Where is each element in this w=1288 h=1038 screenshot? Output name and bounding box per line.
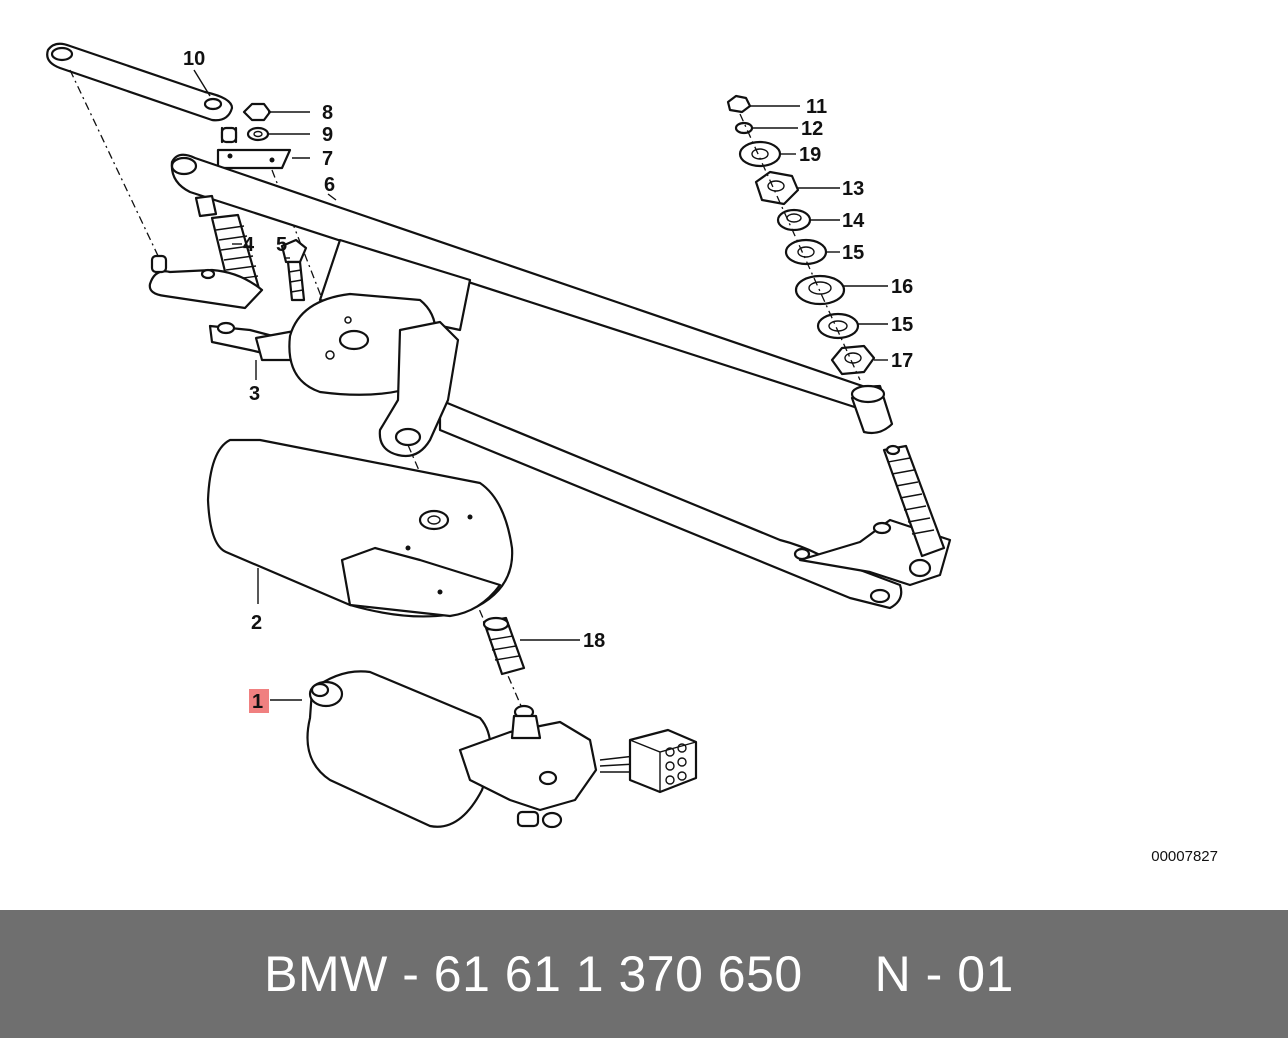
part-19-washer [738,140,782,168]
callout-11: 11 [806,96,827,118]
part-15-washer-lower [816,312,860,340]
parts-diagram: 1 2 3 4 5 6 7 8 9 10 11 12 13 14 15 16 1… [46,42,1218,865]
motor-mount [288,292,460,458]
part-11-nut [726,94,752,114]
callout-15-upper: 15 [842,242,864,264]
callout-2: 2 [251,612,262,634]
callout-18: 18 [583,630,605,652]
part-1-wiper-motor [306,670,698,829]
diagram-id: 00007827 [1151,848,1218,865]
right-pivot-shaft [850,384,946,558]
callout-3: 3 [249,383,260,405]
callout-6: 6 [324,174,335,196]
callout-1-highlight [249,689,269,713]
part-6-linkage-frame [170,153,952,610]
part-12-washer [734,121,754,135]
part-18-bellows [482,616,526,676]
part-2-motor-cover [206,438,514,618]
part-10-crank-arm [46,42,238,144]
part-4-pivot-shaft [148,213,264,310]
callout-4: 4 [243,234,255,256]
callout-17: 17 [891,350,913,372]
callout-16: 16 [891,276,913,298]
callout-14: 14 [842,210,865,232]
leader-lines [193,69,888,701]
part-9-washer [246,126,270,142]
callout-19: 19 [799,144,821,166]
part-7-plate [216,148,292,170]
callout-9: 9 [322,124,333,146]
wiper-linkage-drawing: 1 2 3 4 5 6 7 8 9 10 11 12 13 14 15 16 1… [46,42,952,829]
callout-7: 7 [322,148,333,170]
callout-13: 13 [842,178,864,200]
callout-15-lower: 15 [891,314,913,336]
callout-12: 12 [801,118,823,140]
callout-1: 1 [252,691,263,713]
part-15-washer-upper [784,238,828,266]
footer-band: BMW - 61 61 1 370 650 N - 01 [0,910,1288,1038]
callout-10: 10 [183,48,205,70]
part-17-nut [830,344,876,376]
part-8-nut [242,102,272,122]
part-3-bracket [208,321,302,362]
part-5-bolt [280,238,308,302]
part-14-bushing [776,208,812,232]
callout-5: 5 [276,234,287,256]
callout-8: 8 [322,102,333,124]
part-number-caption: BMW - 61 61 1 370 650 N - 01 [264,946,1014,1002]
part-13-nut [754,170,800,206]
